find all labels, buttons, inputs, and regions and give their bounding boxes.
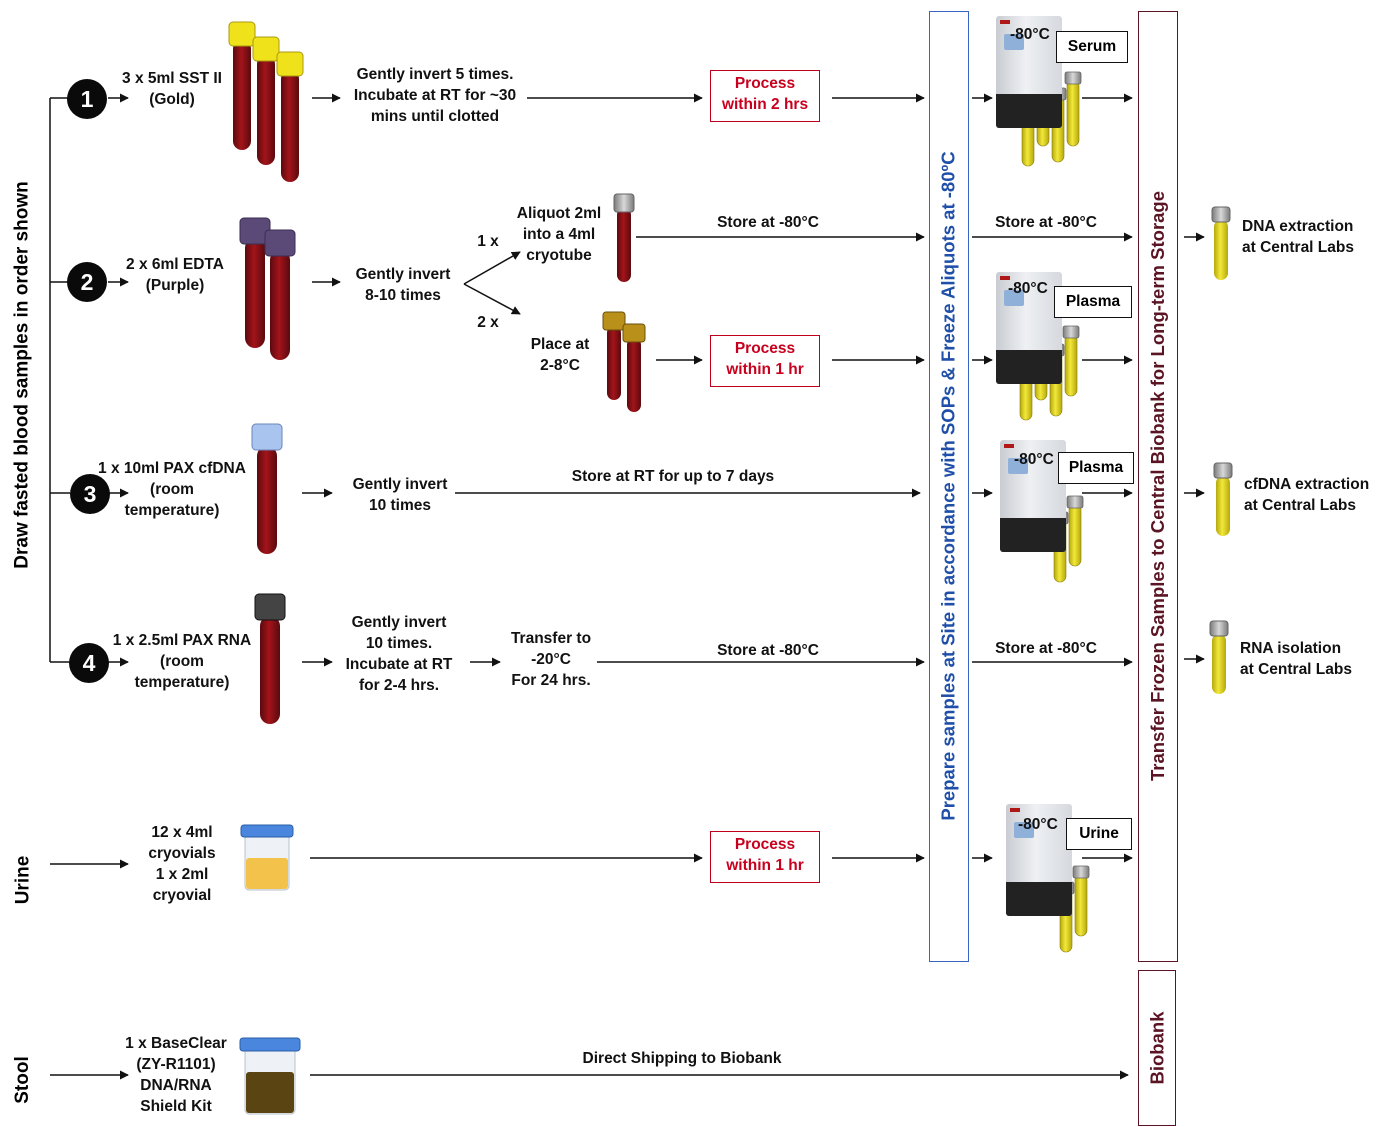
- step-number-3: 3: [70, 474, 110, 514]
- store-label-4: Store at -80°C: [717, 642, 819, 659]
- freezer-temp-plasma: -80°C: [1008, 280, 1048, 297]
- blood-side-label: Draw fasted blood samples in order shown: [12, 181, 33, 569]
- handling-step-3: Gently invert 10 times: [352, 476, 448, 514]
- step-number-2: 2: [67, 262, 107, 302]
- blood-tube-icon: [602, 311, 626, 400]
- freezer-temp-plasma-cfdna: -80°C: [1014, 451, 1054, 468]
- branch-count-b: 2 x: [477, 314, 499, 331]
- cryovial-icon: [1209, 620, 1229, 694]
- handling-step-2: Gently invert 8-10 times: [355, 266, 451, 304]
- stool-kit-description: 1 x BaseClear (ZY-R1101) DNA/RNA Shield …: [125, 1035, 227, 1115]
- blood-tube-icon: [239, 217, 271, 348]
- urine-tube-description: 12 x 4ml cryovials 1 x 2ml cryovial: [148, 824, 216, 904]
- arrow-icon: [463, 251, 521, 285]
- site-preparation-box: [929, 11, 969, 962]
- transfer-step-4: Transfer to -20°C For 24 hrs.: [510, 630, 592, 689]
- stool-kit-icon: [239, 1037, 301, 1115]
- store-label-3: Store at RT for up to 7 days: [571, 468, 775, 485]
- transfer-biobank-box: [1138, 11, 1178, 962]
- step-number-1: 1: [67, 79, 107, 119]
- freezer-temp-urine: -80°C: [1018, 816, 1058, 833]
- freezer-temp-serum: -80°C: [1010, 26, 1050, 43]
- biobank-box: [1138, 970, 1176, 1126]
- freezer-label-urine: Urine: [1066, 818, 1132, 850]
- handling-step-1: Gently invert 5 times. Incubate at RT fo…: [353, 66, 517, 125]
- tube-description-1: 3 x 5ml SST II (Gold): [122, 70, 222, 108]
- urine-side-label: Urine: [12, 855, 34, 905]
- cryovial-icon: [613, 193, 635, 282]
- tube-description-3: 1 x 10ml PAX cfDNA (room temperature): [98, 460, 246, 519]
- process-time-box-2: Process within 1 hr: [710, 335, 820, 387]
- blood-tube-icon: [251, 423, 283, 554]
- blood-tube-icon: [622, 323, 646, 412]
- site-store-label-2a: Store at -80°C: [995, 214, 1097, 231]
- blood-tube-icon: [252, 36, 280, 165]
- blood-tube-icon: [276, 51, 304, 182]
- direct-shipping-label: Direct Shipping to Biobank: [582, 1050, 782, 1067]
- freezer-label-plasma-cfdna: Plasma: [1058, 452, 1134, 484]
- stool-side-label: Stool: [12, 1056, 33, 1104]
- outcome-dna-extraction: DNA extraction at Central Labs: [1242, 218, 1354, 256]
- process-time-box-1: Process within 2 hrs: [710, 70, 820, 122]
- cryovial-icon: [1213, 462, 1233, 536]
- arrow-icon: [463, 283, 521, 315]
- tube-description-4: 1 x 2.5ml PAX RNA (room temperature): [112, 632, 252, 691]
- process-time-box-urine: Process within 1 hr: [710, 831, 820, 883]
- transfer-biobank-label: Transfer Frozen Samples to Central Bioba…: [1147, 190, 1169, 781]
- tube-description-2: 2 x 6ml EDTA (Purple): [126, 256, 224, 294]
- freezer-icon: [1000, 440, 1066, 552]
- blood-tube-icon: [254, 593, 286, 724]
- step-number-4: 4: [69, 643, 109, 683]
- urine-container-icon: [240, 824, 294, 891]
- freezer-icon: [996, 272, 1062, 384]
- freezer-icon: [1006, 804, 1072, 916]
- outcome-cfdna-extraction: cfDNA extraction at Central Labs: [1244, 476, 1370, 514]
- freezer-label-plasma: Plasma: [1054, 286, 1132, 318]
- handling-step-4: Gently invert 10 times. Incubate at RT f…: [345, 614, 453, 694]
- biobank-label: Biobank: [1146, 1011, 1168, 1085]
- branch-count-a: 1 x: [477, 233, 499, 250]
- freezer-icon: [996, 16, 1062, 128]
- site-preparation-label: Prepare samples at Site in accordance wi…: [938, 150, 959, 821]
- store-label-2a: Store at -80°C: [717, 214, 819, 231]
- aliquot-step: Aliquot 2ml into a 4ml cryotube: [516, 205, 602, 264]
- cryovial-icon: [1211, 206, 1231, 280]
- blood-tube-icon: [228, 21, 256, 150]
- blood-tube-icon: [264, 229, 296, 360]
- outcome-rna-isolation: RNA isolation at Central Labs: [1240, 640, 1352, 678]
- refrigerate-step: Place at 2-8°C: [530, 336, 590, 374]
- freezer-label-serum: Serum: [1056, 31, 1128, 63]
- site-store-label-4: Store at -80°C: [995, 640, 1097, 657]
